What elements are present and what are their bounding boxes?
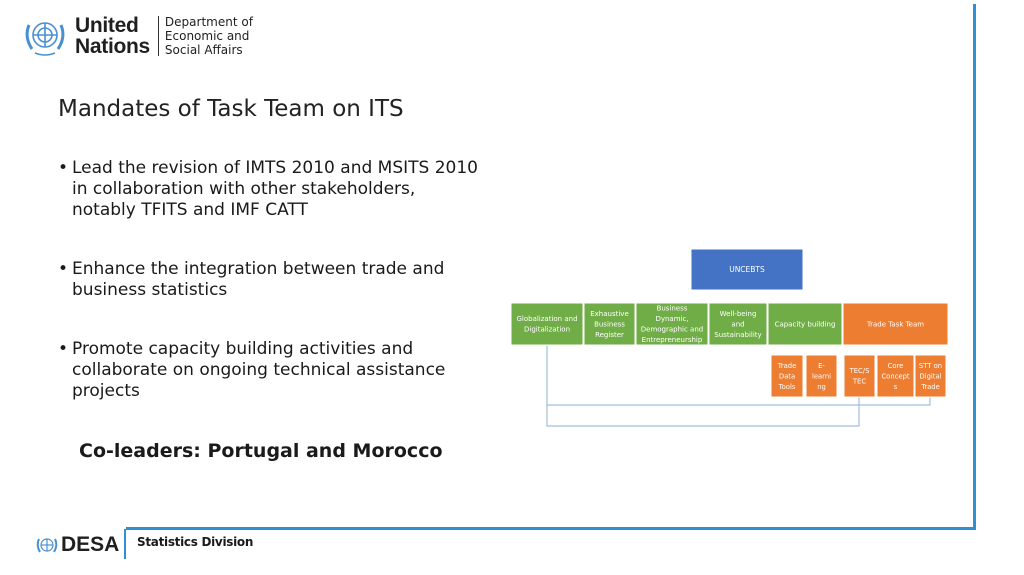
bullet-item: • Lead the revision of IMTS 2010 and MSI… xyxy=(58,158,478,221)
node-level2-label: Trade xyxy=(777,362,797,370)
slide-title: Mandates of Task Team on ITS xyxy=(58,96,404,122)
footer-divider xyxy=(124,529,126,559)
un-emblem-icon xyxy=(25,22,65,56)
connector-line xyxy=(546,397,860,427)
bullet-marker: • xyxy=(58,339,69,359)
node-level1-label: Dynamic, xyxy=(655,315,688,323)
un-wordmark-line2: Nations xyxy=(75,35,150,58)
node-level1-label: Globalization and xyxy=(516,315,577,323)
bullet-list: • Lead the revision of IMTS 2010 and MSI… xyxy=(58,158,478,440)
frame-right-border xyxy=(973,4,976,530)
node-level1-label: and xyxy=(731,320,744,328)
node-level1-label: Trade Task Team xyxy=(866,320,924,328)
statistics-division-label: Statistics Division xyxy=(137,535,254,549)
bullet-item: • Promote capacity building activities a… xyxy=(58,339,478,402)
un-wordmark: United Nations xyxy=(75,15,150,57)
bullet-item: • Enhance the integration between trade … xyxy=(58,259,478,301)
node-level1-label: Entrepreneurship xyxy=(642,336,703,344)
un-wordmark-line1: United xyxy=(75,14,139,37)
node-level2-label: Digital xyxy=(919,372,941,380)
bullet-text: Enhance the integration between trade an… xyxy=(72,259,445,300)
node-level2-label: ng xyxy=(817,383,826,391)
node-level2-label: s xyxy=(894,383,898,391)
connector-line xyxy=(546,344,931,406)
node-level2 xyxy=(770,354,804,398)
co-leaders-text: Co-leaders: Portugal and Morocco xyxy=(79,440,443,462)
node-uncebts xyxy=(690,248,804,291)
department-line1: Department of xyxy=(164,15,253,29)
node-uncebts-label: UNCEBTS xyxy=(729,265,765,274)
desa-footer-logo: DESA xyxy=(36,533,119,557)
node-level2-label: TEC/S xyxy=(849,367,870,375)
frame-bottom-border xyxy=(126,527,976,530)
node-level2-label: Concept xyxy=(881,372,909,380)
node-level2 xyxy=(805,354,838,398)
node-level1-label: Capacity building xyxy=(775,320,836,328)
node-level1-label: Sustainability xyxy=(714,331,761,339)
node-level1 xyxy=(635,302,709,346)
node-level1-label: Demographic and xyxy=(641,326,703,334)
node-level2-label: Core xyxy=(888,362,904,370)
node-level1 xyxy=(583,302,636,346)
bullet-text: Promote capacity building activities and… xyxy=(72,339,446,401)
node-level1 xyxy=(510,302,584,346)
node-level2-label: Trade xyxy=(920,383,940,391)
un-desa-logo: United Nations Department of Economic an… xyxy=(20,13,253,59)
department-line2: Economic and xyxy=(164,29,250,43)
node-level1-label: Business xyxy=(657,305,688,313)
node-level2-label: Tools xyxy=(778,383,796,391)
node-level2-label: TEC xyxy=(852,378,866,386)
bullet-marker: • xyxy=(58,158,69,178)
node-level1-label: Business xyxy=(594,320,625,328)
node-level1-label: Register xyxy=(595,331,624,339)
node-level1-label: Exhaustive xyxy=(590,310,629,318)
department-name: Department of Economic and Social Affair… xyxy=(165,15,253,57)
node-level2-label: E- xyxy=(818,362,825,370)
logo-separator xyxy=(157,16,159,56)
node-level1 xyxy=(767,302,843,346)
department-line3: Social Affairs xyxy=(164,43,243,57)
node-level1-label: Well-being xyxy=(720,310,757,318)
un-emblem-small-icon xyxy=(36,538,58,553)
node-level2 xyxy=(843,354,876,398)
node-level2 xyxy=(876,354,915,398)
node-level1 xyxy=(708,302,768,346)
node-level2-label: STT on xyxy=(919,362,942,370)
node-level1-label: Digitalization xyxy=(524,326,570,334)
bullet-marker: • xyxy=(58,259,69,279)
node-level2-label: learni xyxy=(812,372,831,380)
node-level2-label: Data xyxy=(779,372,795,380)
node-level1 xyxy=(842,302,949,346)
node-level2 xyxy=(914,354,947,398)
bullet-text: Lead the revision of IMTS 2010 and MSITS… xyxy=(72,158,478,220)
desa-wordmark: DESA xyxy=(61,533,120,556)
